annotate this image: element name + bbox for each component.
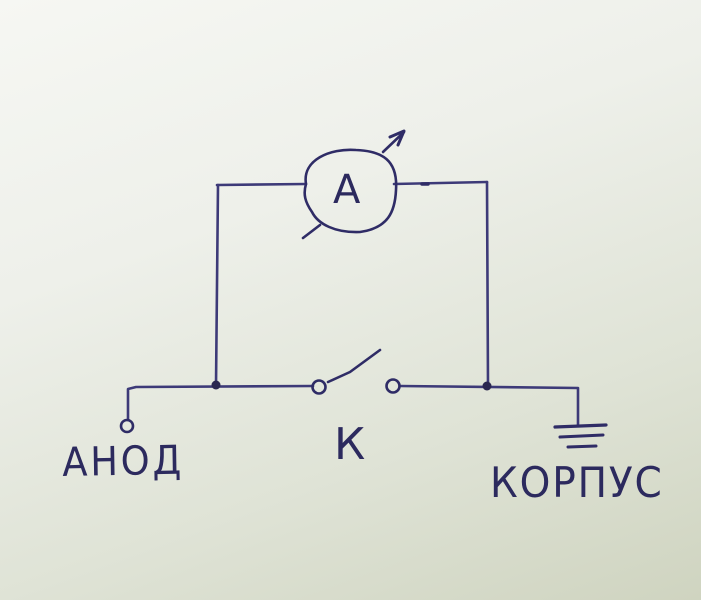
- anode-terminal: [119, 418, 135, 434]
- top-wire-right: [392, 180, 489, 186]
- left-vertical-wire: [214, 183, 220, 387]
- junction-right: [482, 381, 492, 391]
- right-vertical-wire: [485, 180, 490, 388]
- switch-symbol: [311, 348, 401, 395]
- ammeter-label: A: [333, 167, 361, 213]
- ground-symbol: [553, 423, 608, 449]
- switch-label: К: [334, 419, 369, 470]
- junction-left: [211, 380, 221, 390]
- ground-label: КОРПУС: [490, 458, 664, 507]
- bottom-wire-right: [398, 384, 580, 428]
- anode-label: АНОД: [61, 437, 185, 486]
- ammeter-symbol: [301, 129, 406, 240]
- bottom-wire-left: [126, 384, 315, 422]
- top-wire-left: [215, 182, 308, 187]
